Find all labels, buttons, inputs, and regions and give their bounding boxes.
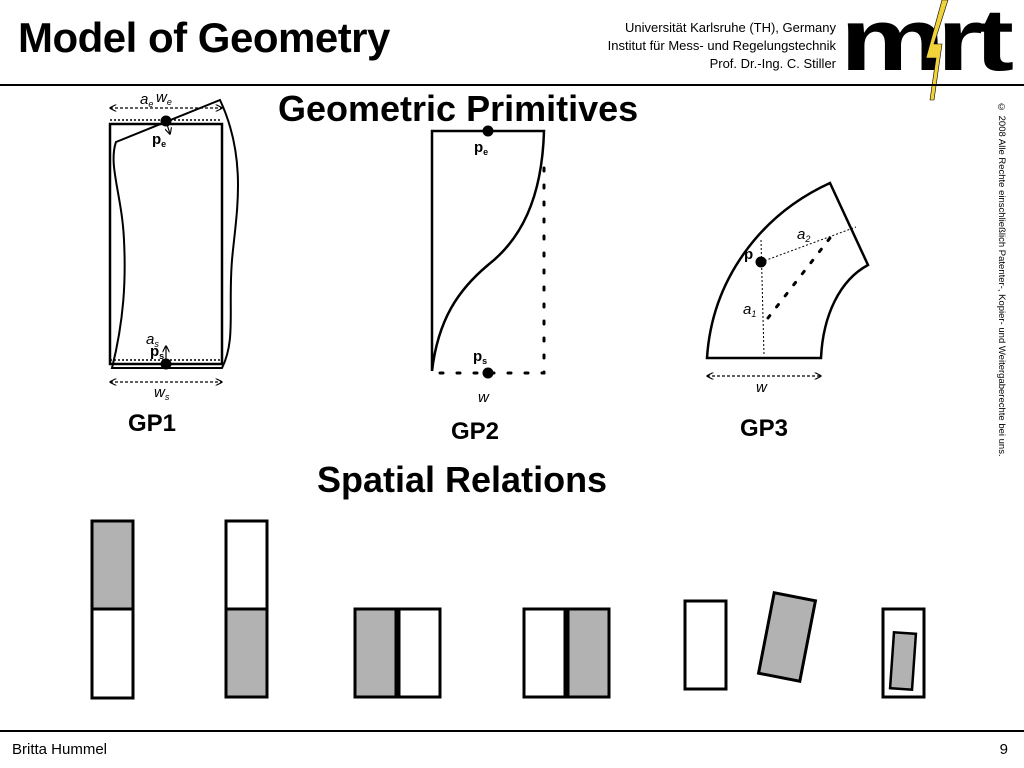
relation-disjoint bbox=[683, 590, 818, 691]
gp3-a1-label: a1 bbox=[743, 301, 756, 319]
heading-spatial-relations: Spatial Relations bbox=[317, 459, 608, 500]
gp2-p-end-label: pe bbox=[474, 139, 488, 157]
gp2-diagram: pe ps w bbox=[430, 125, 546, 406]
gp1-w-start-label: ws bbox=[154, 384, 170, 402]
gp1-p-start-label: ps bbox=[150, 343, 164, 361]
relation-above-empty-box bbox=[90, 607, 135, 700]
relation-right-of bbox=[522, 607, 611, 699]
gp1-w-end-label: we bbox=[156, 89, 172, 107]
gp1-a-start-label: as bbox=[146, 331, 159, 349]
gp2-w-label: w bbox=[478, 389, 490, 406]
gp2-end-point bbox=[482, 125, 494, 137]
relation-right-empty-box bbox=[522, 607, 567, 699]
gp3-label: GP3 bbox=[740, 415, 789, 442]
gp3-p-label: p bbox=[744, 246, 753, 263]
relation-below bbox=[224, 519, 269, 699]
relation-below-filled-box bbox=[224, 607, 269, 699]
institution-line-institute: Institut für Mess- und Regelungstechnik bbox=[607, 38, 836, 53]
institution-block: Universität Karlsruhe (TH), Germany Inst… bbox=[506, 19, 836, 73]
gp1-label: GP1 bbox=[128, 410, 177, 437]
spatial-relations-figure bbox=[90, 519, 926, 700]
gp3-a1-direction-line bbox=[760, 239, 765, 356]
page-number: 9 bbox=[999, 741, 1008, 758]
gp2-p-start-label: ps bbox=[473, 348, 487, 366]
institution-line-university: Universität Karlsruhe (TH), Germany bbox=[625, 20, 836, 35]
relation-disjoint-empty-box bbox=[683, 599, 728, 691]
copyright-notice: © 2008 Alle Rechte einschließlich Patent… bbox=[996, 102, 1007, 457]
gp2-start-point bbox=[482, 367, 494, 379]
relation-right-filled-box bbox=[566, 607, 611, 699]
mrt-logo: mrt bbox=[840, 0, 1018, 101]
slide-title: Model of Geometry bbox=[18, 14, 390, 61]
gp3-point bbox=[755, 256, 767, 268]
relation-left-empty-box bbox=[397, 607, 442, 699]
gp3-arc-segment bbox=[705, 181, 870, 360]
relation-disjoint-filled-box bbox=[756, 590, 818, 684]
gp1-curved-shape bbox=[110, 98, 239, 369]
relation-left-filled-box bbox=[353, 607, 398, 699]
gp1-bounding-rect bbox=[108, 122, 224, 366]
gp2-outline bbox=[430, 129, 546, 372]
gp1-diagram: ae we pe as ps ws bbox=[108, 89, 239, 402]
footer-author: Britta Hummel bbox=[12, 741, 108, 758]
relation-inside bbox=[881, 607, 926, 699]
gp3-arc-dotted-line bbox=[766, 236, 832, 320]
footer-rule bbox=[0, 730, 1024, 732]
gp1-p-end-label: pe bbox=[152, 131, 166, 149]
gp3-a2-label: a2 bbox=[797, 226, 810, 244]
heading-geometric-primitives: Geometric Primitives bbox=[278, 88, 639, 129]
gp3-a2-direction-line bbox=[760, 226, 857, 263]
gp3-w-label: w bbox=[756, 379, 768, 396]
relation-inside-filled-box bbox=[888, 630, 918, 692]
gp1-end-point bbox=[160, 115, 172, 127]
relation-above bbox=[90, 519, 135, 700]
gp3-diagram: p a1 a2 w bbox=[705, 181, 870, 396]
relation-above-filled-box bbox=[90, 519, 135, 611]
gp2-label: GP2 bbox=[451, 418, 500, 445]
relation-left-of bbox=[353, 607, 442, 699]
geometry-figure: ae we pe as ps ws pe ps w p a1 a2 w bbox=[90, 89, 926, 700]
logo-lightning-bolt bbox=[925, 0, 949, 101]
gp1-start-point bbox=[160, 358, 172, 370]
header-rule bbox=[0, 84, 1024, 86]
institution-line-professor: Prof. Dr.-Ing. C. Stiller bbox=[709, 56, 836, 71]
gp1-a-end-label: ae bbox=[140, 91, 153, 109]
relation-below-empty-box bbox=[224, 519, 269, 611]
mrt-logo-text: mrt bbox=[840, 0, 1014, 89]
